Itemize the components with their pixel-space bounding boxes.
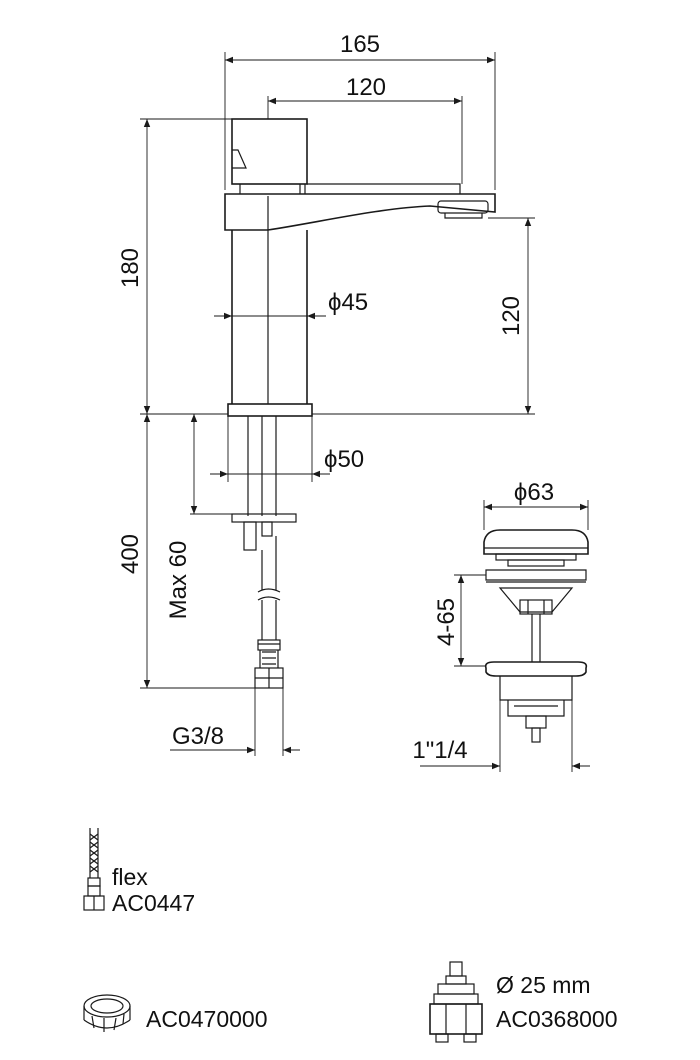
- dim-width-label: 165: [340, 31, 380, 58]
- aerator-icon: [83, 994, 131, 1032]
- hose-label: flex: [112, 864, 148, 890]
- pop-up-waste-view: [483, 529, 589, 743]
- dim-waste-thread-label: 1"1/4: [412, 737, 467, 764]
- dim-range-label: 4-65: [433, 598, 460, 646]
- waste-dimensions: [420, 500, 590, 772]
- dim-thread-label: G3/8: [172, 723, 224, 750]
- dim-spout-height-label: 120: [498, 296, 525, 336]
- dim-cap-dia-label: ϕ63: [514, 479, 554, 506]
- aerator-code: AC0470000: [146, 1006, 268, 1032]
- dim-body-dia-label: ϕ45: [328, 289, 368, 316]
- tap-side-view: [224, 118, 496, 689]
- cartridge-code: AC0368000: [496, 1006, 618, 1032]
- dim-spout-label: 120: [346, 74, 386, 101]
- tap-dimensions: [140, 52, 535, 756]
- dim-max-thickness-label: Max 60: [165, 541, 192, 620]
- dim-below-label: 400: [117, 534, 144, 574]
- hose-code: AC0447: [112, 890, 195, 916]
- dim-base-dia-label: ϕ50: [324, 446, 364, 473]
- dim-height-label: 180: [117, 248, 144, 288]
- cartridge-icon: [429, 961, 483, 1043]
- cartridge-size: Ø 25 mm: [496, 972, 591, 998]
- braided-hose-icon: [83, 828, 105, 911]
